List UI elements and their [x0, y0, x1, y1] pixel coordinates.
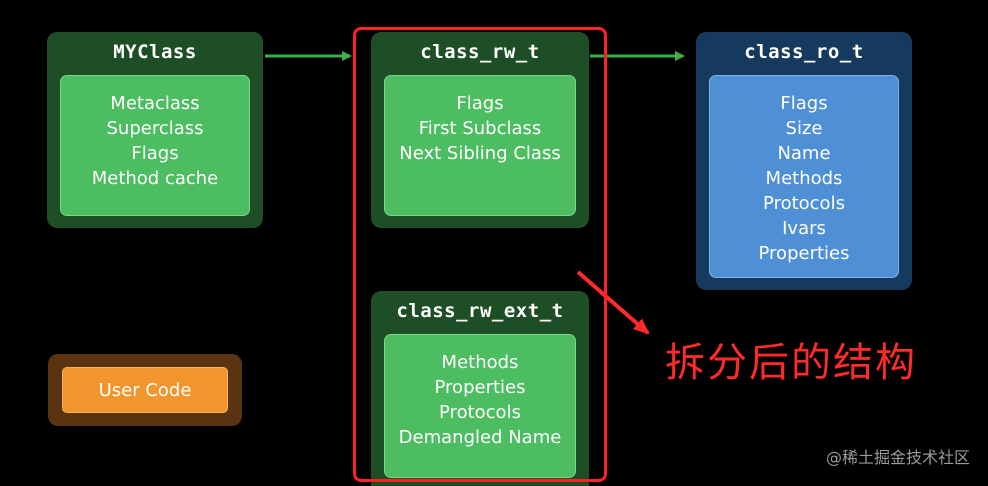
class-rw-t-field-first-subclass: First Subclass	[418, 118, 542, 139]
class-ro-t-fields: Flags Size Name Methods Protocols Ivars …	[709, 75, 899, 278]
class-rw-ext-t-fields: Methods Properties Protocols Demangled N…	[384, 334, 576, 478]
class-rw-t-fields: Flags First Subclass Next Sibling Class	[384, 75, 576, 216]
class-ro-t-box: class_ro_t Flags Size Name Methods Proto…	[696, 32, 912, 290]
class-rw-t-field-next-sibling: Next Sibling Class	[399, 143, 561, 164]
class-ro-t-field-flags: Flags	[780, 93, 828, 114]
class-ro-t-field-size: Size	[785, 118, 823, 139]
class-rw-ext-t-field-properties: Properties	[434, 377, 526, 398]
class-rw-t-field-flags: Flags	[456, 93, 504, 114]
myclass-box: MYClass Metaclass Superclass Flags Metho…	[47, 32, 263, 228]
class-rw-t-title: class_rw_t	[420, 41, 540, 63]
class-ro-t-field-methods: Methods	[765, 168, 843, 189]
myclass-title: MYClass	[113, 41, 197, 63]
user-code-legend: User Code	[48, 354, 242, 426]
highlight-frame	[353, 27, 607, 482]
class-ro-t-field-ivars: Ivars	[782, 218, 826, 239]
class-rw-ext-t-title: class_rw_ext_t	[396, 300, 564, 322]
class-ro-t-field-name: Name	[777, 143, 831, 164]
class-ro-t-title: class_ro_t	[744, 41, 864, 63]
watermark: @稀土掘金技术社区	[825, 448, 970, 467]
myclass-field-flags: Flags	[131, 143, 179, 164]
class-ro-t-field-protocols: Protocols	[763, 193, 845, 214]
class-rw-t-box: class_rw_t Flags First Subclass Next Sib…	[371, 32, 589, 228]
class-rw-ext-t-field-demangled-name: Demangled Name	[398, 427, 562, 448]
myclass-fields: Metaclass Superclass Flags Method cache	[60, 75, 250, 216]
myclass-field-method-cache: Method cache	[91, 168, 219, 189]
myclass-field-superclass: Superclass	[106, 118, 204, 139]
class-rw-ext-t-field-protocols: Protocols	[439, 402, 521, 423]
user-code-label: User Code	[62, 367, 228, 413]
class-ro-t-field-properties: Properties	[758, 243, 850, 264]
myclass-field-metaclass: Metaclass	[110, 93, 200, 114]
class-rw-ext-t-field-methods: Methods	[441, 352, 519, 373]
class-rw-ext-t-box: class_rw_ext_t Methods Properties Protoc…	[371, 291, 589, 486]
annotation-text: 拆分后的结构	[665, 340, 917, 386]
